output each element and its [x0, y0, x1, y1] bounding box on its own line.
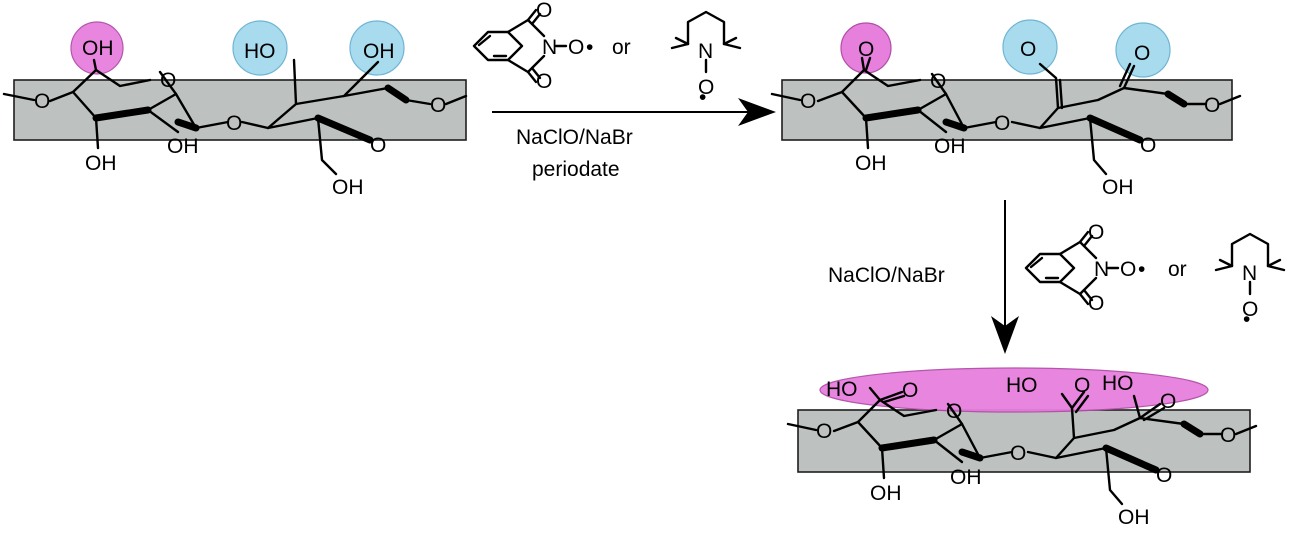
ring-oxygen-label-4: O [1220, 424, 1236, 447]
c3-aldehyde-oxygen: O [1134, 42, 1150, 65]
c3-carboxyl-oxygen: O [1160, 390, 1176, 413]
ring-oxygen-label-4: O [430, 94, 446, 117]
cellulose-labels: OH HO OH OH OH OH O O O O O [34, 37, 446, 199]
dialdehyde-bonds [770, 56, 1242, 176]
lower-hydroxyl-label-1: OH [855, 152, 887, 175]
tempo-nitrogen: N [698, 40, 713, 63]
lower-hydroxyl-label-2: OH [934, 135, 966, 158]
tempo-oxygen: O [1242, 298, 1258, 321]
c2-hydroxyl-highlight [232, 20, 288, 76]
phthalimide-n-oxyl-2: O O N O • [1024, 221, 1145, 315]
phthalimide-radical: • [586, 36, 593, 59]
phthalimide-carbonyl-bottom: O [1088, 292, 1104, 315]
step1-conditions-line1: NaClO/NaBr [516, 126, 633, 149]
tempo-1: N O • [670, 10, 742, 109]
phthalimide-nitrogen: N [542, 36, 557, 59]
phthalimide-nitrogen: N [1094, 258, 1109, 281]
step2-reagents: O O N O • or N O • [1024, 221, 1286, 331]
ring-oxygen-label-3: O [1140, 134, 1156, 157]
glycosidic-oxygen-label: O [994, 112, 1010, 135]
dicarboxyl-cellulose-structure: HO O HO O HO O OH OH OH O O O O O [786, 367, 1258, 529]
ring-oxygen-label-1: O [800, 90, 816, 113]
step1-reagents: O O N O • or N O • [472, 0, 742, 109]
tempo-radical: • [1243, 308, 1250, 331]
step2-arrow [991, 200, 1019, 354]
lower-hydroxyl-label-2: OH [167, 135, 199, 158]
dialdehyde-cellulose-structure: O O O OH OH OH O O O O O [770, 19, 1242, 199]
step1-arrow [492, 98, 776, 126]
ring-oxygen-label-1: O [816, 420, 832, 443]
dicarboxyl-backbone-box [797, 409, 1251, 473]
phthalimide-oxygen: O [568, 36, 584, 59]
lower-hydroxyl-label-2: OH [950, 466, 982, 489]
dicarboxyl-bonds [786, 386, 1258, 506]
c2-carboxyl-oxygen: O [1074, 374, 1090, 397]
c3-carboxyl-hydroxyl: HO [1102, 372, 1134, 395]
c6-carboxyl-oxygen: O [902, 379, 918, 402]
tempo-2: N O • [1214, 232, 1286, 331]
ring-oxygen-label-2: O [930, 70, 946, 93]
ring-oxygen-label-1: O [34, 90, 50, 113]
lower-hydroxyl-label-3: OH [1102, 176, 1134, 199]
ring-oxygen-label-2: O [946, 400, 962, 423]
cellulose-structure: OH HO OH OH OH OH O O O O O [2, 20, 468, 199]
c2-aldehyde-highlight [1002, 19, 1058, 75]
glycosidic-oxygen-label: O [226, 112, 242, 135]
c3-hydroxyl-highlight [349, 20, 405, 76]
c6-hydroxyl-highlight [70, 21, 124, 75]
c2-aldehyde-oxygen: O [1020, 38, 1036, 61]
phthalimide-carbonyl-bottom: O [536, 70, 552, 93]
carboxyl-highlight-band [819, 367, 1209, 413]
tempo-oxygen: O [698, 76, 714, 99]
tempo-nitrogen: N [1242, 262, 1257, 285]
phthalimide-carbonyl-top: O [1088, 221, 1104, 244]
c6-carboxyl-hydroxyl: HO [826, 378, 858, 401]
cellulose-bonds [2, 58, 468, 176]
lower-hydroxyl-label-1: OH [85, 152, 117, 175]
step1-conditions-line2: periodate [532, 158, 620, 181]
phthalimide-n-oxyl-1: O O N O • [472, 0, 593, 93]
ring-oxygen-label-4: O [1204, 94, 1220, 117]
lower-hydroxyl-label-3: OH [1118, 506, 1150, 529]
ring-oxygen-label-3: O [370, 134, 386, 157]
tempo-radical: • [699, 86, 706, 109]
lower-hydroxyl-label-3: OH [332, 176, 364, 199]
c2-carboxyl-hydroxyl: HO [1006, 374, 1038, 397]
c6-aldehyde-highlight [840, 22, 892, 74]
phthalimide-carbonyl-top: O [536, 0, 552, 22]
dialdehyde-labels: O O O OH OH OH O O O O O [800, 38, 1220, 199]
ring-oxygen-label-3: O [1156, 464, 1172, 487]
c2-hydroxyl-label: HO [244, 40, 276, 63]
step2-conditions-line1: NaClO/NaBr [828, 264, 945, 287]
c3-hydroxyl-label: OH [363, 40, 395, 63]
c6-hydroxyl-label: OH [82, 37, 114, 60]
lower-hydroxyl-label-1: OH [870, 482, 902, 505]
c6-aldehyde-oxygen: O [858, 38, 874, 61]
ring-oxygen-label-2: O [160, 69, 176, 92]
phthalimide-radical: • [1138, 258, 1145, 281]
dicarboxyl-labels: HO O HO O HO O OH OH OH O O O O O [816, 372, 1236, 529]
phthalimide-oxygen: O [1120, 258, 1136, 281]
or-label-2: or [1168, 258, 1187, 281]
glycosidic-oxygen-label: O [1010, 442, 1026, 465]
or-label-1: or [612, 36, 631, 59]
